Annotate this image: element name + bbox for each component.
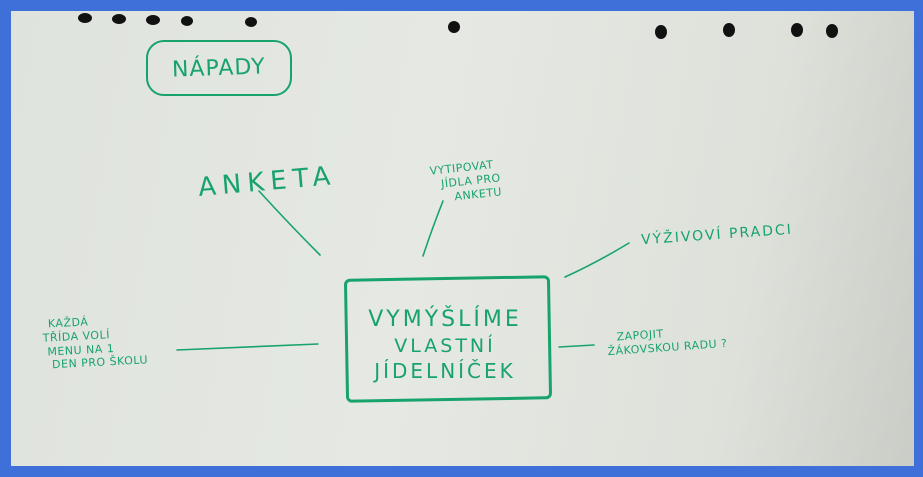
punch-hole	[245, 17, 257, 27]
connector-zapojit	[558, 344, 595, 348]
idea-kazda: KAŽDÁ TŘÍDA VOLÍ MENU NA 1 DEN PRO ŠKOLU	[42, 312, 149, 372]
page-title: NÁPADY	[171, 54, 266, 83]
punch-hole	[448, 21, 460, 33]
central-topic-line-2: VLASTNÍ	[394, 335, 496, 357]
punch-hole	[146, 15, 160, 25]
connector-vyzivovi	[564, 242, 630, 278]
punch-hole	[791, 23, 803, 37]
idea-vytipovat: VYTIPOVAT JÍDLA PRO ANKETU	[429, 157, 503, 205]
title-frame	[146, 40, 292, 96]
connector-kazda	[176, 343, 319, 351]
connector-anketa	[258, 190, 321, 256]
connector-vytipovat	[422, 200, 444, 257]
punch-hole	[826, 24, 838, 38]
punch-hole	[723, 23, 735, 37]
punch-hole	[78, 13, 92, 23]
flipchart-paper: NÁPADY VYMÝŠLÍME VLASTNÍ JÍDELNÍČEK ANKE…	[11, 11, 914, 466]
punch-hole	[112, 14, 126, 24]
sketch-lines	[78, 13, 838, 351]
central-topic-line-3: JÍDELNÍČEK	[374, 359, 516, 383]
punch-hole	[181, 16, 193, 26]
central-topic-line-1: VYMÝŠLÍME	[368, 307, 522, 332]
punch-hole	[655, 25, 667, 39]
